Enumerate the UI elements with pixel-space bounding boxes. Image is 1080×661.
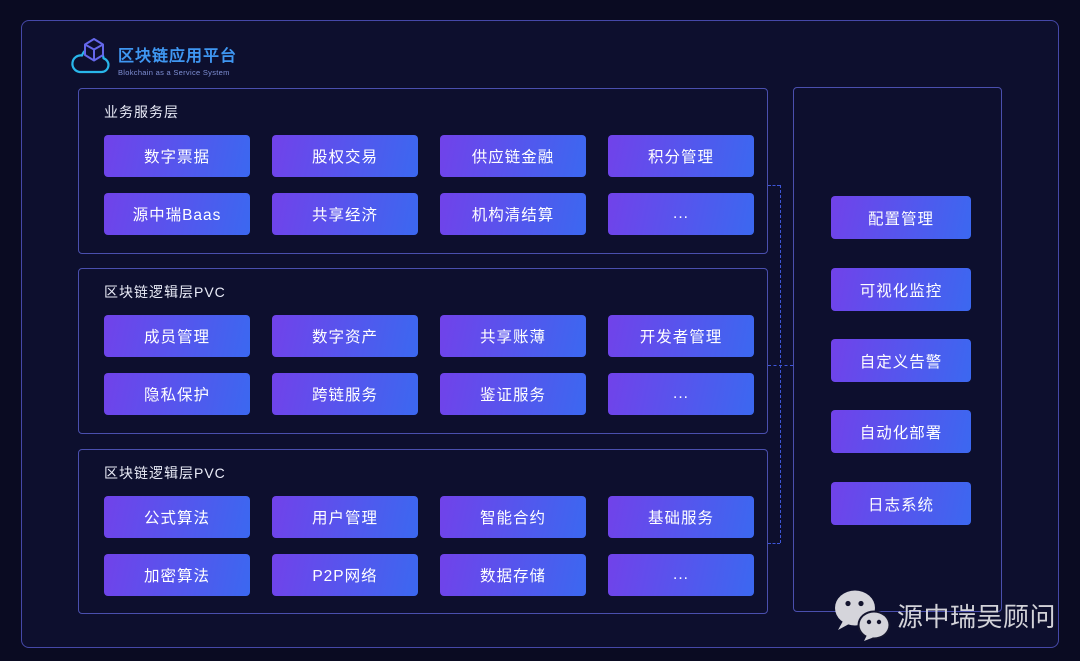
tile-button[interactable]: 配置管理 (831, 196, 971, 239)
tile-button[interactable]: 智能合约 (440, 496, 586, 538)
connector-panel1-stub (768, 185, 780, 186)
tile-button[interactable]: 供应链金融 (440, 135, 586, 177)
tile-button[interactable]: 共享经济 (272, 193, 418, 235)
watermark: 源中瑞吴顾问 (833, 588, 1056, 643)
tile-button[interactable]: 积分管理 (608, 135, 754, 177)
panel-blockchain-logic-layer-1: 区块链逻辑层PVC 成员管理 数字资产 共享账薄 开发者管理 隐私保护 跨链服务… (78, 268, 768, 434)
tile-button[interactable]: P2P网络 (272, 554, 418, 596)
tile-button[interactable]: 共享账薄 (440, 315, 586, 357)
logo: 区块链应用平台 Blokchain as a Service System (68, 38, 237, 78)
tile-button[interactable]: 隐私保护 (104, 373, 250, 415)
cloud-cube-logo-icon (71, 38, 110, 74)
panel-operations-tools: 配置管理 可视化监控 自定义告警 自动化部署 日志系统 (793, 87, 1002, 612)
tile-button[interactable]: 跨链服务 (272, 373, 418, 415)
tile-button[interactable]: 可视化监控 (831, 268, 971, 311)
panel-title: 区块链逻辑层PVC (104, 284, 226, 300)
panel-title: 业务服务层 (104, 104, 179, 120)
tile-button[interactable]: 基础服务 (608, 496, 754, 538)
tile-button[interactable]: 成员管理 (104, 315, 250, 357)
panel-business-service-layer: 业务服务层 数字票据 股权交易 供应链金融 积分管理 源中瑞Baas 共享经济 … (78, 88, 768, 254)
tile-button[interactable]: 数字资产 (272, 315, 418, 357)
button-grid: 公式算法 用户管理 智能合约 基础服务 加密算法 P2P网络 数据存储 ... (104, 496, 754, 596)
connector-panel3-stub (768, 543, 780, 544)
tile-button[interactable]: 数字票据 (104, 135, 250, 177)
panel-blockchain-logic-layer-2: 区块链逻辑层PVC 公式算法 用户管理 智能合约 基础服务 加密算法 P2P网络… (78, 449, 768, 614)
panel-title: 区块链逻辑层PVC (104, 465, 226, 481)
tile-button[interactable]: 用户管理 (272, 496, 418, 538)
tile-button-more[interactable]: ... (608, 373, 754, 415)
tile-button-more[interactable]: ... (608, 554, 754, 596)
logo-subtitle: Blokchain as a Service System (118, 68, 230, 77)
tile-button[interactable]: 自动化部署 (831, 410, 971, 453)
tile-button[interactable]: 鉴证服务 (440, 373, 586, 415)
tile-button[interactable]: 数据存储 (440, 554, 586, 596)
tile-button[interactable]: 股权交易 (272, 135, 418, 177)
tile-button[interactable]: 自定义告警 (831, 339, 971, 382)
wechat-icon (835, 590, 891, 641)
tile-button[interactable]: 日志系统 (831, 482, 971, 525)
tile-button[interactable]: 开发者管理 (608, 315, 754, 357)
logo-title: 区块链应用平台 (118, 48, 238, 65)
tile-button[interactable]: 加密算法 (104, 554, 250, 596)
button-grid: 数字票据 股权交易 供应链金融 积分管理 源中瑞Baas 共享经济 机构清结算 … (104, 135, 754, 235)
tile-button[interactable]: 机构清结算 (440, 193, 586, 235)
watermark-text: 源中瑞吴顾问 (897, 602, 1057, 632)
button-grid: 成员管理 数字资产 共享账薄 开发者管理 隐私保护 跨链服务 鉴证服务 ... (104, 315, 754, 415)
connector-panel2-to-right-panel (768, 365, 793, 366)
tile-button[interactable]: 源中瑞Baas (104, 193, 250, 235)
tile-button[interactable]: 公式算法 (104, 496, 250, 538)
connector-vertical-dashed (780, 185, 781, 543)
logo-text: 区块链应用平台 Blokchain as a Service System (118, 42, 237, 77)
tile-button-more[interactable]: ... (608, 193, 754, 235)
